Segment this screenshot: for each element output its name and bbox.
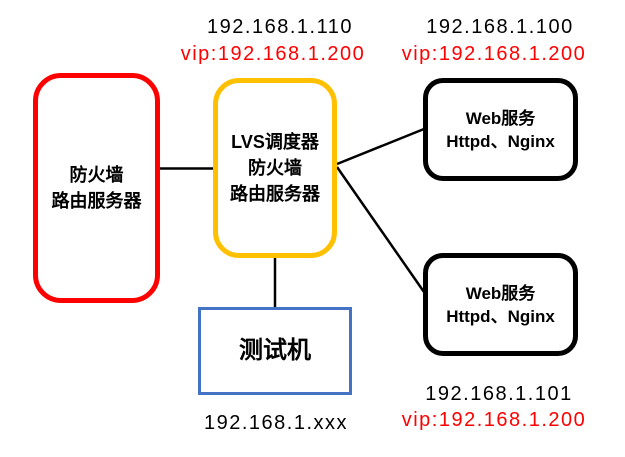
node-web-server-1: Web服务 Httpd、Nginx bbox=[423, 78, 578, 181]
node-test-machine: 测试机 bbox=[198, 307, 352, 395]
label-web1-vip: vip:192.168.1.200 bbox=[401, 43, 587, 65]
node-lvs-label-line3: 路由服务器 bbox=[230, 184, 320, 204]
node-test-label: 测试机 bbox=[239, 337, 311, 364]
node-web-server-2: Web服务 Httpd、Nginx bbox=[423, 253, 578, 356]
label-web2-vip: vip:192.168.1.200 bbox=[401, 409, 587, 431]
node-firewall-router-label-line1: 防火墙 bbox=[69, 165, 124, 185]
label-lvs-ip: 192.168.1.110 bbox=[207, 16, 353, 38]
label-lvs-vip: vip:192.168.1.200 bbox=[180, 43, 366, 65]
node-web1-label-line1: Web服务 bbox=[465, 108, 536, 128]
label-test-ip: 192.168.1.xxx bbox=[203, 412, 349, 434]
node-firewall-router: 防火墙 路由服务器 bbox=[33, 73, 160, 303]
node-lvs-label-line2: 防火墙 bbox=[248, 158, 302, 178]
edge-lvs-web2 bbox=[335, 166, 426, 293]
node-web1-label-line2: Httpd、Nginx bbox=[446, 131, 555, 151]
edge-lvs-web1 bbox=[336, 127, 425, 166]
node-web2-label-line1: Web服务 bbox=[465, 283, 536, 303]
label-web1-ip: 192.168.1.100 bbox=[426, 16, 574, 38]
label-web2-ip: 192.168.1.101 bbox=[425, 383, 573, 405]
node-firewall-router-label-line2: 路由服务器 bbox=[51, 191, 142, 211]
node-lvs-scheduler: LVS调度器 防火墙 路由服务器 bbox=[213, 78, 337, 258]
node-web2-label-line2: Httpd、Nginx bbox=[446, 306, 555, 326]
node-lvs-label-line1: LVS调度器 bbox=[231, 132, 319, 152]
